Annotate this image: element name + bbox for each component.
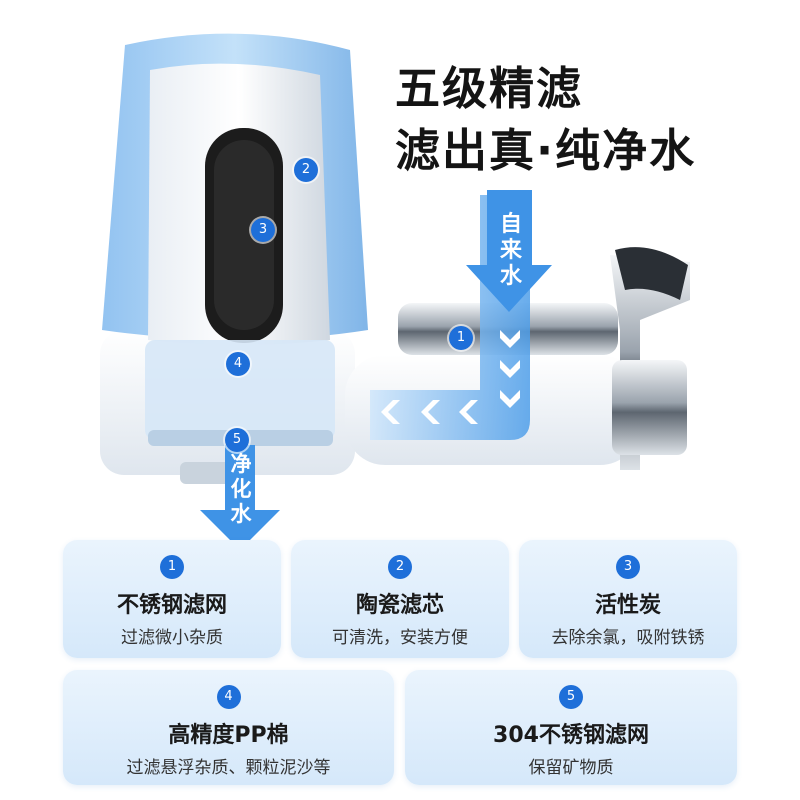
stage-description: 过滤悬浮杂质、颗粒泥沙等 <box>126 758 331 778</box>
stage-card-2: 2 陶瓷滤芯 可清洗，安装方便 <box>291 540 509 658</box>
stage-title: 活性炭 <box>594 593 661 618</box>
stage-description: 过滤微小杂质 <box>121 628 223 648</box>
outlet-arrow <box>200 445 280 550</box>
inlet-label-text: 自来水 <box>499 212 522 289</box>
stage-number-badge: 2 <box>388 555 412 579</box>
stage-card-1: 1 不锈钢滤网 过滤微小杂质 <box>63 540 281 658</box>
stage-number-badge: 5 <box>559 685 583 709</box>
inlet-arrow <box>466 190 552 312</box>
stage-title: 304不锈钢滤网 <box>493 723 649 748</box>
inlet-label: 自来水 <box>496 212 526 290</box>
stage-card-4: 4 高精度PP棉 过滤悬浮杂质、颗粒泥沙等 <box>63 670 394 785</box>
stage-marker-3: 3 <box>251 218 275 242</box>
stage-number-badge: 3 <box>616 555 640 579</box>
flow-chevrons <box>381 330 520 424</box>
headline-line-2: 滤出真·纯净水 <box>395 124 697 177</box>
stage-marker-4: 4 <box>226 352 250 376</box>
stage-title: 不锈钢滤网 <box>116 593 227 618</box>
stage-title: 高精度PP棉 <box>168 723 289 748</box>
stage-card-3: 3 活性炭 去除余氯，吸附铁锈 <box>519 540 737 658</box>
stage-marker-2: 2 <box>294 158 318 182</box>
stage-number-badge: 4 <box>216 685 241 709</box>
stage-description: 保留矿物质 <box>528 758 614 778</box>
outlet-label: 净化水 <box>226 452 256 527</box>
stage-description: 去除余氯，吸附铁锈 <box>551 628 705 648</box>
stage-marker-5: 5 <box>225 428 249 452</box>
outlet-label-text: 净化水 <box>230 452 252 526</box>
pp-cotton <box>145 340 335 440</box>
stage-number-badge: 1 <box>160 555 184 579</box>
stage-marker-1: 1 <box>449 326 473 350</box>
stage-card-5: 5 304不锈钢滤网 保留矿物质 <box>405 670 737 785</box>
stage-title: 陶瓷滤芯 <box>355 593 444 618</box>
stage-description: 可清洗，安装方便 <box>332 628 468 648</box>
headline-line-1: 五级精滤 <box>395 62 584 115</box>
